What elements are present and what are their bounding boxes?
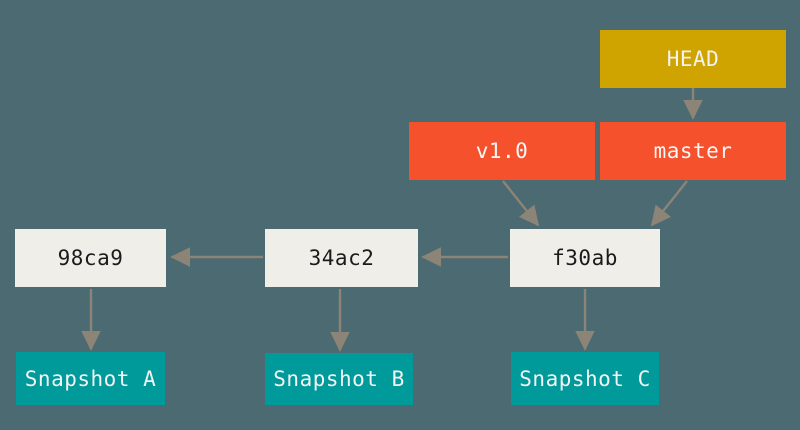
snapshot-a-label: Snapshot A — [24, 366, 157, 391]
branch-master-label: master — [653, 139, 733, 163]
head-pointer-node[interactable]: HEAD — [600, 30, 786, 88]
commit-34ac2-label: 34ac2 — [308, 246, 375, 270]
edge-v1-to-f30ab — [502, 180, 540, 227]
snapshot-b-node[interactable]: Snapshot B — [265, 353, 413, 405]
commit-34ac2-node[interactable]: 34ac2 — [265, 229, 418, 287]
branch-master-node[interactable]: master — [600, 122, 786, 180]
edge-master-to-f30ab — [650, 180, 688, 227]
snapshot-b-label: Snapshot B — [273, 367, 405, 391]
commit-f30ab-node[interactable]: f30ab — [510, 229, 660, 287]
snapshot-a-node[interactable]: Snapshot A — [16, 352, 165, 405]
tag-v1-node[interactable]: v1.0 — [409, 122, 595, 180]
tag-v1-label: v1.0 — [475, 139, 529, 163]
snapshot-c-label: Snapshot C — [519, 366, 651, 391]
snapshot-c-node[interactable]: Snapshot C — [511, 352, 659, 405]
commit-98ca9-label: 98ca9 — [57, 246, 124, 270]
commit-98ca9-node[interactable]: 98ca9 — [15, 229, 166, 287]
commit-f30ab-label: f30ab — [552, 246, 618, 270]
head-pointer-label: HEAD — [666, 47, 720, 71]
